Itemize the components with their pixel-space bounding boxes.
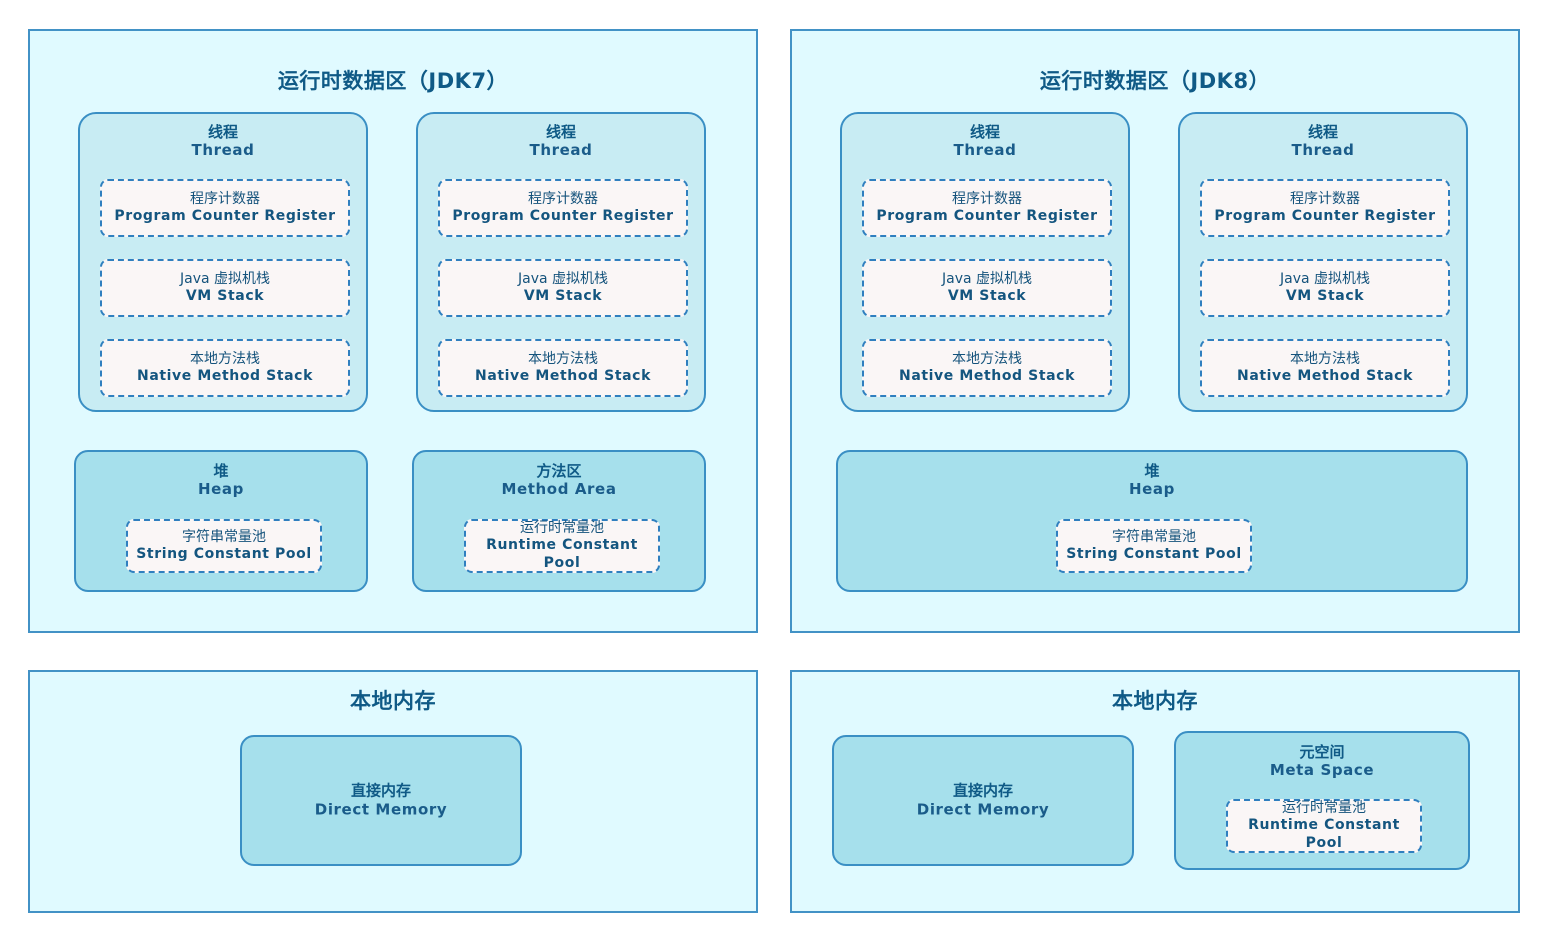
heap-label-en: Heap bbox=[198, 480, 244, 499]
thread-label-en: Thread bbox=[953, 141, 1017, 160]
thread-label-en: Thread bbox=[1291, 141, 1355, 160]
rcp-label-en: Runtime Constant Pool bbox=[486, 537, 638, 571]
runtime-constant-pool-box: 运行时常量池 Runtime Constant Pool bbox=[464, 519, 660, 573]
thread-label-zh: 线程 bbox=[207, 123, 238, 141]
nms-label-zh: 本地方法栈 bbox=[1290, 350, 1360, 367]
thread-heading: 线程 Thread bbox=[418, 114, 704, 160]
thread-heading: 线程 Thread bbox=[80, 114, 366, 160]
vm-stack-label-en: VM Stack bbox=[947, 288, 1027, 304]
thread-label-zh: 线程 bbox=[1307, 123, 1338, 141]
nms-label-en: Native Method Stack bbox=[137, 368, 313, 384]
pc-label-zh: 程序计数器 bbox=[952, 190, 1022, 207]
method-area-label-en: Method Area bbox=[501, 480, 617, 499]
method-area-box-jdk7: 方法区 Method Area 运行时常量池 Runtime Constant … bbox=[412, 450, 706, 592]
native-memory-title-jdk8: 本地内存 bbox=[1112, 689, 1198, 713]
panel-native-memory-jdk8: 本地内存 直接内存 Direct Memory 元空间 Meta Space 运… bbox=[790, 670, 1520, 913]
panel-title-jdk7: 运行时数据区（JDK7） bbox=[277, 69, 509, 93]
rcp-label-en: Runtime Constant Pool bbox=[1248, 817, 1400, 851]
program-counter-register-box: 程序计数器 Program Counter Register bbox=[1200, 179, 1450, 237]
method-area-heading: 方法区 Method Area bbox=[414, 452, 704, 499]
program-counter-register-box: 程序计数器 Program Counter Register bbox=[438, 179, 688, 237]
pc-label-zh: 程序计数器 bbox=[1290, 190, 1360, 207]
string-constant-pool-box: 字符串常量池 String Constant Pool bbox=[1056, 519, 1252, 573]
heap-box-jdk8: 堆 Heap 字符串常量池 String Constant Pool bbox=[836, 450, 1468, 592]
pc-label-zh: 程序计数器 bbox=[190, 190, 260, 207]
scp-label-zh: 字符串常量池 bbox=[182, 528, 266, 545]
rcp-label-zh: 运行时常量池 bbox=[520, 519, 604, 536]
scp-label-zh: 字符串常量池 bbox=[1112, 528, 1196, 545]
direct-memory-label-zh: 直接内存 bbox=[952, 781, 1013, 799]
vm-stack-box: Java 虚拟机栈 VM Stack bbox=[438, 259, 688, 317]
meta-space-heading: 元空间 Meta Space bbox=[1176, 733, 1468, 780]
direct-memory-label-en: Direct Memory bbox=[916, 800, 1050, 819]
vm-stack-label-zh: Java 虚拟机栈 bbox=[179, 270, 271, 287]
meta-space-label-en: Meta Space bbox=[1269, 761, 1375, 780]
scp-label-en: String Constant Pool bbox=[136, 546, 312, 562]
program-counter-register-box: 程序计数器 Program Counter Register bbox=[100, 179, 350, 237]
native-method-stack-box: 本地方法栈 Native Method Stack bbox=[438, 339, 688, 397]
meta-space-box: 元空间 Meta Space 运行时常量池 Runtime Constant P… bbox=[1174, 731, 1470, 870]
direct-memory-label-en: Direct Memory bbox=[314, 800, 448, 819]
scp-label-en: String Constant Pool bbox=[1066, 546, 1242, 562]
heap-label-en: Heap bbox=[1129, 480, 1175, 499]
direct-memory-box-jdk8: 直接内存 Direct Memory bbox=[832, 735, 1134, 866]
heap-label-zh: 堆 bbox=[1144, 462, 1160, 480]
pc-label-en: Program Counter Register bbox=[114, 208, 336, 224]
meta-space-label-zh: 元空间 bbox=[1299, 743, 1345, 761]
thread-box-jdk7-1: 线程 Thread 程序计数器 Program Counter Register… bbox=[78, 112, 368, 412]
nms-label-zh: 本地方法栈 bbox=[190, 350, 260, 367]
thread-label-en: Thread bbox=[191, 141, 255, 160]
direct-memory-heading: 直接内存 Direct Memory bbox=[834, 781, 1132, 820]
direct-memory-box-jdk7: 直接内存 Direct Memory bbox=[240, 735, 522, 866]
panel-title-jdk8: 运行时数据区（JDK8） bbox=[1039, 69, 1271, 93]
nms-label-en: Native Method Stack bbox=[1237, 368, 1413, 384]
native-method-stack-box: 本地方法栈 Native Method Stack bbox=[100, 339, 350, 397]
vm-stack-box: Java 虚拟机栈 VM Stack bbox=[100, 259, 350, 317]
pc-label-en: Program Counter Register bbox=[452, 208, 674, 224]
pc-label-zh: 程序计数器 bbox=[528, 190, 598, 207]
thread-box-jdk7-2: 线程 Thread 程序计数器 Program Counter Register… bbox=[416, 112, 706, 412]
direct-memory-heading: 直接内存 Direct Memory bbox=[242, 781, 520, 820]
thread-label-zh: 线程 bbox=[969, 123, 1000, 141]
heap-label-zh: 堆 bbox=[213, 462, 229, 480]
rcp-label-zh: 运行时常量池 bbox=[1282, 799, 1366, 816]
direct-memory-label-zh: 直接内存 bbox=[350, 781, 411, 799]
vm-stack-label-zh: Java 虚拟机栈 bbox=[517, 270, 609, 287]
thread-box-jdk8-2: 线程 Thread 程序计数器 Program Counter Register… bbox=[1178, 112, 1468, 412]
method-area-label-zh: 方法区 bbox=[536, 462, 582, 480]
vm-stack-label-zh: Java 虚拟机栈 bbox=[1279, 270, 1371, 287]
heap-box-jdk7: 堆 Heap 字符串常量池 String Constant Pool bbox=[74, 450, 368, 592]
string-constant-pool-box: 字符串常量池 String Constant Pool bbox=[126, 519, 322, 573]
native-method-stack-box: 本地方法栈 Native Method Stack bbox=[1200, 339, 1450, 397]
thread-heading: 线程 Thread bbox=[842, 114, 1128, 160]
nms-label-zh: 本地方法栈 bbox=[952, 350, 1022, 367]
vm-stack-box: Java 虚拟机栈 VM Stack bbox=[1200, 259, 1450, 317]
nms-label-en: Native Method Stack bbox=[899, 368, 1075, 384]
pc-label-en: Program Counter Register bbox=[876, 208, 1098, 224]
panel-runtime-data-area-jdk7: 运行时数据区（JDK7） 线程 Thread 程序计数器 Program Cou… bbox=[28, 29, 758, 633]
vm-stack-label-en: VM Stack bbox=[185, 288, 265, 304]
heap-heading: 堆 Heap bbox=[76, 452, 366, 499]
heap-heading: 堆 Heap bbox=[838, 452, 1466, 499]
thread-label-zh: 线程 bbox=[545, 123, 576, 141]
thread-heading: 线程 Thread bbox=[1180, 114, 1466, 160]
program-counter-register-box: 程序计数器 Program Counter Register bbox=[862, 179, 1112, 237]
vm-stack-box: Java 虚拟机栈 VM Stack bbox=[862, 259, 1112, 317]
vm-stack-label-zh: Java 虚拟机栈 bbox=[941, 270, 1033, 287]
thread-box-jdk8-1: 线程 Thread 程序计数器 Program Counter Register… bbox=[840, 112, 1130, 412]
native-memory-title-jdk7: 本地内存 bbox=[350, 689, 436, 713]
vm-stack-label-en: VM Stack bbox=[1285, 288, 1365, 304]
native-method-stack-box: 本地方法栈 Native Method Stack bbox=[862, 339, 1112, 397]
thread-label-en: Thread bbox=[529, 141, 593, 160]
runtime-constant-pool-box: 运行时常量池 Runtime Constant Pool bbox=[1226, 799, 1422, 853]
nms-label-zh: 本地方法栈 bbox=[528, 350, 598, 367]
vm-stack-label-en: VM Stack bbox=[523, 288, 603, 304]
nms-label-en: Native Method Stack bbox=[475, 368, 651, 384]
panel-runtime-data-area-jdk8: 运行时数据区（JDK8） 线程 Thread 程序计数器 Program Cou… bbox=[790, 29, 1520, 633]
pc-label-en: Program Counter Register bbox=[1214, 208, 1436, 224]
panel-native-memory-jdk7: 本地内存 直接内存 Direct Memory bbox=[28, 670, 758, 913]
